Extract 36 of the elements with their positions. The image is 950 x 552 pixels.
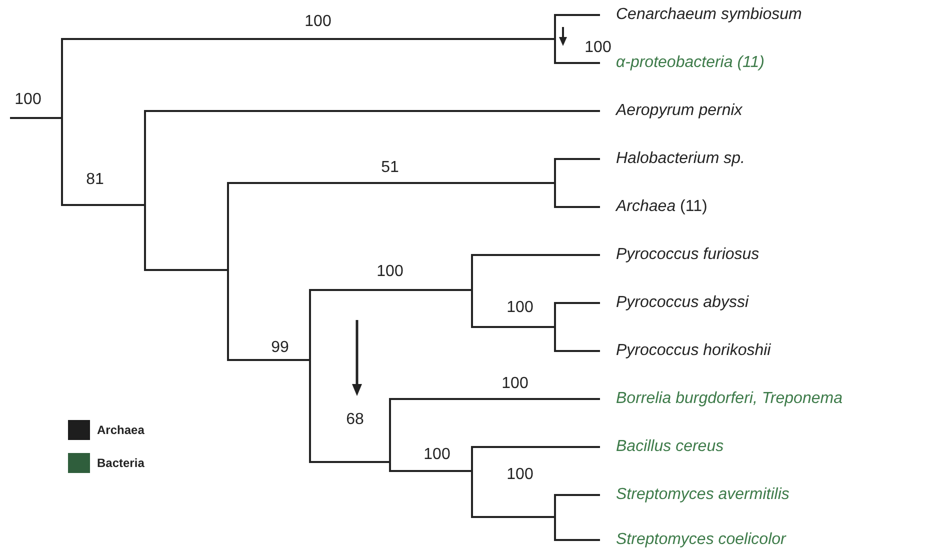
taxon-label: Pyrococcus horikoshii	[600, 339, 771, 363]
tree-branch	[146, 269, 227, 271]
taxon-label: Streptomyces avermitilis	[600, 483, 790, 507]
tree-branch	[391, 398, 600, 400]
tree-branch	[473, 254, 600, 256]
taxon-label: Streptomyces coelicolor	[600, 528, 786, 552]
tree-branch	[311, 461, 389, 463]
tree-branch	[473, 326, 554, 328]
tree-branch	[229, 182, 554, 184]
tree-branch	[63, 204, 144, 206]
tree-branch	[556, 14, 600, 16]
tree-branch	[556, 62, 600, 64]
taxon-label: Cenarchaeum symbiosum	[600, 3, 802, 27]
tree-branch	[311, 289, 471, 291]
tree-branch	[473, 446, 600, 448]
tree-branch	[556, 158, 600, 160]
tree-branch	[556, 350, 600, 352]
tree-branch	[556, 539, 600, 541]
tree-branch	[229, 359, 309, 361]
taxon-label: Bacillus cereus	[600, 435, 724, 459]
taxon-label: Aeropyrum pernix	[600, 99, 742, 123]
taxon-label: Pyrococcus furiosus	[600, 243, 760, 267]
taxon-label: Halobacterium sp.	[600, 147, 745, 171]
tree-branch	[10, 117, 61, 119]
tree-branch	[556, 494, 600, 496]
taxon-label: Borrelia burgdorferi, Treponema	[600, 387, 842, 411]
taxon-label: Pyrococcus abyssi	[600, 291, 748, 315]
taxon-label: Archaea (11)	[600, 195, 708, 219]
tree-branch	[556, 302, 600, 304]
tree-branch	[391, 470, 471, 472]
tree-branch	[556, 206, 600, 208]
legend-label: Bacteria	[97, 455, 144, 472]
tree-branch	[146, 110, 600, 112]
tree-branch	[473, 516, 554, 518]
tree-branch	[63, 38, 554, 40]
legend-label: Archaea	[97, 422, 144, 439]
